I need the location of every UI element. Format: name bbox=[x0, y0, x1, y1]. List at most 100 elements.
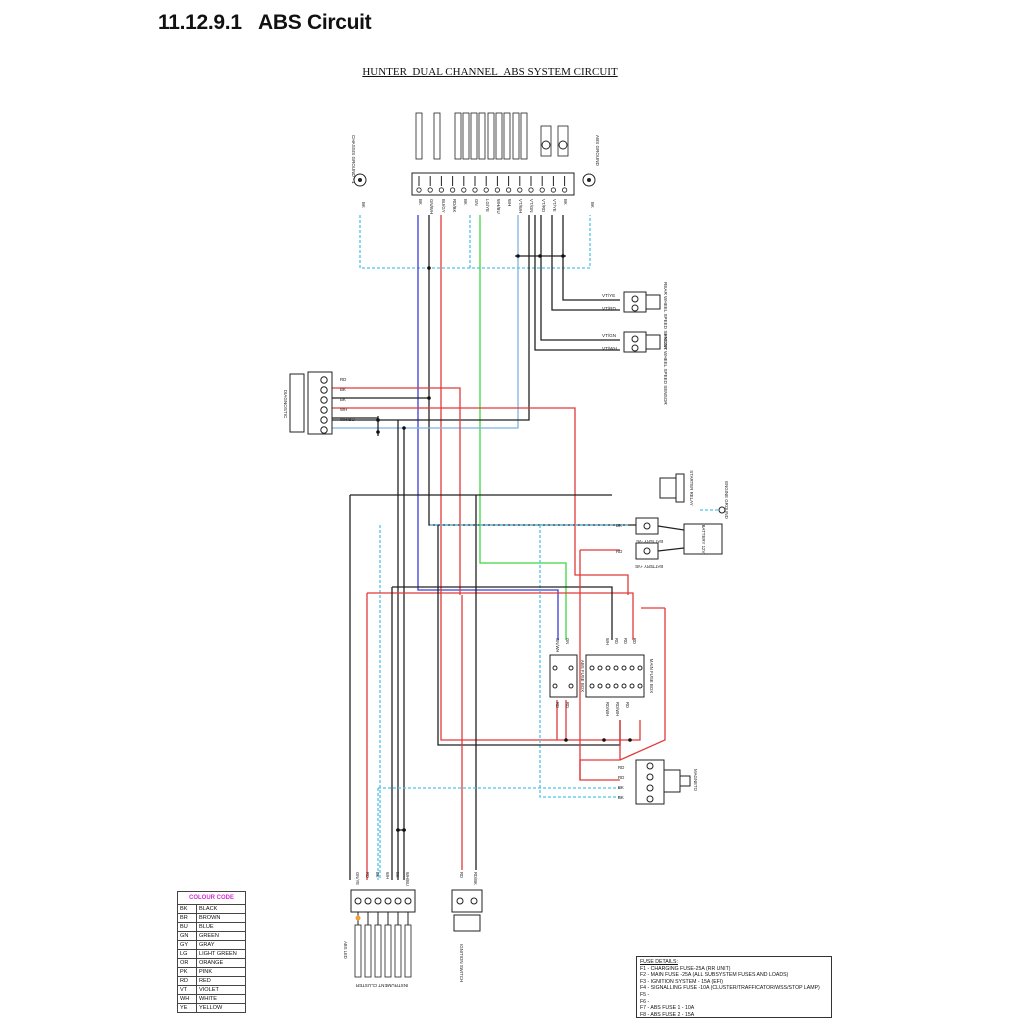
colour-name: WHITE bbox=[196, 994, 246, 1004]
colour-code: VT bbox=[177, 985, 197, 995]
main-fuse-bottom-label: RD/WH bbox=[605, 702, 610, 716]
diagnostic-pin bbox=[320, 406, 328, 414]
magneto-pin bbox=[646, 762, 654, 770]
connector-pin bbox=[550, 187, 557, 193]
junction-dot bbox=[376, 418, 380, 422]
magneto-wire-label: RD bbox=[618, 765, 624, 770]
battery-label: BATTERY 12V bbox=[701, 525, 706, 554]
pin-label-strip bbox=[433, 112, 441, 160]
main-fuse-top-label: RD bbox=[623, 638, 628, 644]
top-wire-label: VT/WH bbox=[518, 199, 523, 213]
front-pin-box bbox=[540, 125, 552, 157]
sensor-wire-label: VT/WH bbox=[602, 346, 617, 351]
junction-dot bbox=[376, 430, 380, 434]
connector-pin bbox=[494, 187, 500, 193]
pin-label-strip bbox=[495, 112, 503, 160]
top-wire-label: VT/RD bbox=[541, 199, 546, 212]
magneto-cap bbox=[679, 775, 691, 787]
connector-pin bbox=[483, 187, 489, 193]
connector-pin bbox=[416, 187, 422, 193]
top-wire-label: VT/YE bbox=[552, 199, 557, 212]
colour-name: VIOLET bbox=[196, 985, 246, 995]
fuse-details-title: FUSE DETAILS: bbox=[640, 959, 678, 965]
battery-link-pos bbox=[657, 547, 685, 552]
diagnostic-red-wire bbox=[331, 387, 461, 595]
junction-dot bbox=[402, 426, 406, 430]
fuse-detail-line: F1 - CHARGING FUSE-25A (RR UNIT) bbox=[640, 965, 731, 972]
fuse-contact bbox=[589, 683, 595, 689]
colour-code: RD bbox=[177, 976, 197, 986]
main-fuse-bottom-label: RD/WH bbox=[615, 702, 620, 716]
front-sensor-wire-1 bbox=[540, 215, 620, 341]
fuse-contact bbox=[568, 683, 574, 689]
cluster-pin bbox=[364, 897, 372, 905]
abs-fuse-top-label: GN bbox=[565, 638, 570, 644]
junction-dot bbox=[427, 266, 431, 270]
colour-name: BLUE bbox=[196, 922, 246, 932]
front-sensor-head bbox=[645, 334, 661, 350]
connector-pin bbox=[472, 187, 478, 193]
magneto-pin bbox=[646, 773, 654, 781]
cluster-pin-strip bbox=[384, 924, 392, 978]
fuse-detail-line: F6 - bbox=[640, 998, 650, 1005]
engine-ground-label: ENGINE GROUND bbox=[724, 481, 729, 519]
rear-sensor-wire-1 bbox=[562, 215, 620, 301]
front-sensor-wire-2 bbox=[534, 215, 620, 351]
junction-dot bbox=[628, 738, 632, 742]
main-fuse-box bbox=[585, 654, 645, 698]
pin-label-strip bbox=[478, 112, 486, 160]
rear-sensor-wire-2 bbox=[551, 215, 620, 311]
rear-pin-icon bbox=[558, 140, 568, 150]
fuse-contact bbox=[605, 665, 611, 671]
junction-dot bbox=[561, 254, 565, 258]
magneto-body bbox=[663, 769, 681, 793]
colour-name: ORANGE bbox=[196, 958, 246, 968]
diagnostic-label: DIAGNOSTIC bbox=[283, 390, 288, 419]
fuse-contact bbox=[552, 665, 558, 671]
colour-name: BLACK bbox=[196, 904, 246, 914]
ignition-switch-body bbox=[453, 914, 481, 932]
front-sensor-pin bbox=[631, 335, 639, 343]
magneto-pin bbox=[646, 795, 654, 803]
junction-dot bbox=[427, 396, 431, 400]
colour-name: LIGHT GREEN bbox=[196, 949, 246, 959]
fuse-contact bbox=[613, 665, 619, 671]
fuse-contact bbox=[629, 683, 635, 689]
diagnostic-wire-label: RD bbox=[340, 377, 346, 382]
fuse-contact bbox=[597, 683, 603, 689]
pin-label-strip bbox=[487, 112, 495, 160]
ignition-wire-label: RD bbox=[459, 872, 464, 878]
ground-wire-label: BK bbox=[590, 202, 595, 208]
fuse-contact bbox=[637, 665, 643, 671]
ignition-label: IGNITION SWITCH bbox=[459, 944, 464, 982]
top-wire-label: BK bbox=[418, 199, 423, 205]
abs-fuse-bottom-label: RD bbox=[555, 702, 560, 708]
colour-code: OR bbox=[177, 958, 197, 968]
rear-sensor-label: REAR WHEEL SPEED SENSOR bbox=[663, 282, 668, 350]
diagnostic-pin bbox=[320, 426, 328, 434]
battery-neg-wire-label: BK bbox=[616, 523, 622, 528]
fuse-contact bbox=[552, 683, 558, 689]
fuse-details-box: FUSE DETAILS: F1 - CHARGING FUSE-25A (RR… bbox=[636, 956, 832, 1018]
pin-label-strip bbox=[512, 112, 520, 160]
pin-label-strip bbox=[503, 112, 511, 160]
fuse-contact bbox=[568, 665, 574, 671]
section-heading: 11.12.9.1 ABS Circuit bbox=[158, 8, 372, 38]
cluster-wire-label: BK bbox=[395, 872, 400, 878]
ignition-connector bbox=[451, 889, 483, 913]
fuse-detail-line: F7 - ABS FUSE 1 - 10A bbox=[640, 1005, 695, 1012]
pin-label-strip bbox=[415, 112, 423, 160]
red-feed-wire bbox=[367, 592, 634, 640]
ground-bus-wire bbox=[359, 215, 591, 269]
colour-code: LG bbox=[177, 949, 197, 959]
abs-led-label: ABS LED bbox=[343, 941, 348, 959]
connector-pin bbox=[539, 187, 545, 193]
top-wire-label: WH/BU bbox=[496, 199, 501, 214]
fuse-contact bbox=[621, 683, 627, 689]
cluster-pin-strip bbox=[364, 924, 372, 978]
fuse-detail-line: F2 - MAIN FUSE -25A (ALL SUBSYSTEM FUSES… bbox=[640, 972, 789, 979]
cluster-pin-strip bbox=[404, 924, 412, 978]
